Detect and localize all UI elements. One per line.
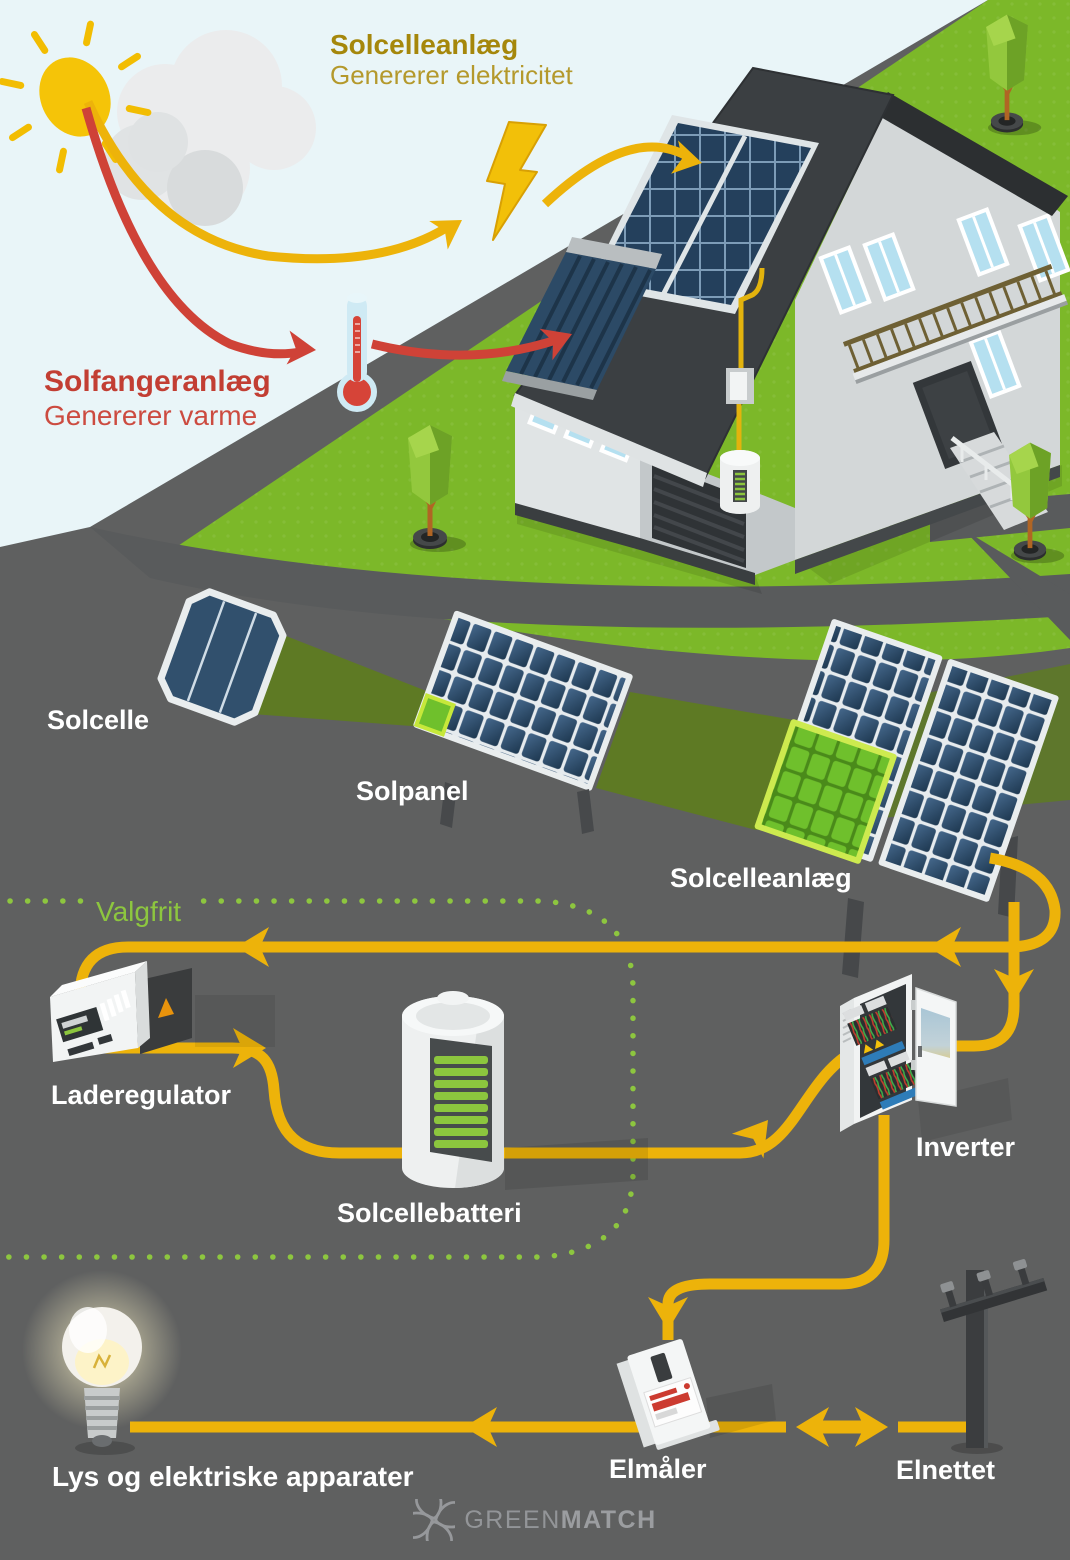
inverter-icon [840,974,1012,1142]
solar-array-icon [754,619,1059,978]
house-illustration [502,66,1070,594]
label-optional: Valgfrit [84,897,194,926]
thermal-title: Solfangeranlæg [44,365,271,398]
pv-cable [738,267,765,372]
thermometer-icon [337,293,377,412]
balcony [842,263,1069,384]
solar-panel-icon [413,610,633,834]
label-appliances: Lys og elektriske apparater [52,1461,414,1492]
brand-text: GREENMATCH [464,1506,656,1535]
beam-cell-to-panel [252,634,438,728]
flow-inverter-to-meter [662,1115,890,1340]
brand-green: GREEN [464,1505,561,1534]
label-meter: Elmåler [609,1454,707,1484]
greenmatch-logo: GREENMATCH [0,1499,1070,1541]
solar-cell-icon [157,588,287,726]
thermal-subtitle: Genererer varme [44,399,258,431]
garage-door [652,462,746,568]
brand-match: MATCH [560,1505,657,1534]
flow-array-to-controller [74,852,1061,1006]
pv-header: Solcelleanlæg Genererer elektricitet [330,30,573,90]
label-grid: Elnettet [896,1455,996,1485]
pv-title: Solcelleanlæg [330,29,519,60]
flow-array-to-inverter [948,902,1020,1052]
window-icon [818,207,1070,399]
battery-icon [402,991,648,1190]
label-solar-panel: Solpanel [356,776,469,806]
sun-arrows [81,100,706,367]
road-band [90,527,1070,628]
power-pole-icon [940,1259,1048,1454]
light-bulb-icon [22,1270,182,1455]
label-inverter: Inverter [916,1132,1016,1162]
solar-collector-icon [502,237,662,400]
label-solar-array: Solcelleanlæg [670,863,852,893]
label-battery: Solcellebatteri [337,1198,522,1228]
label-solar-cell: Solcelle [47,705,150,735]
cloud-icon [104,30,316,226]
lightning-icon [486,121,547,241]
hot-water-tank-icon [720,450,760,514]
electric-meter-icon [616,1339,776,1450]
flow-controller-battery-inverter [70,1042,859,1159]
label-charge-controller: Laderegulator [51,1080,232,1110]
charge-controller-icon [50,961,275,1062]
pv-subtitle: Genererer elektricitet [330,60,573,91]
thermal-header: Solfangeranlæg Genererer varme [44,366,271,430]
greenmatch-logo-icon [413,1499,456,1541]
